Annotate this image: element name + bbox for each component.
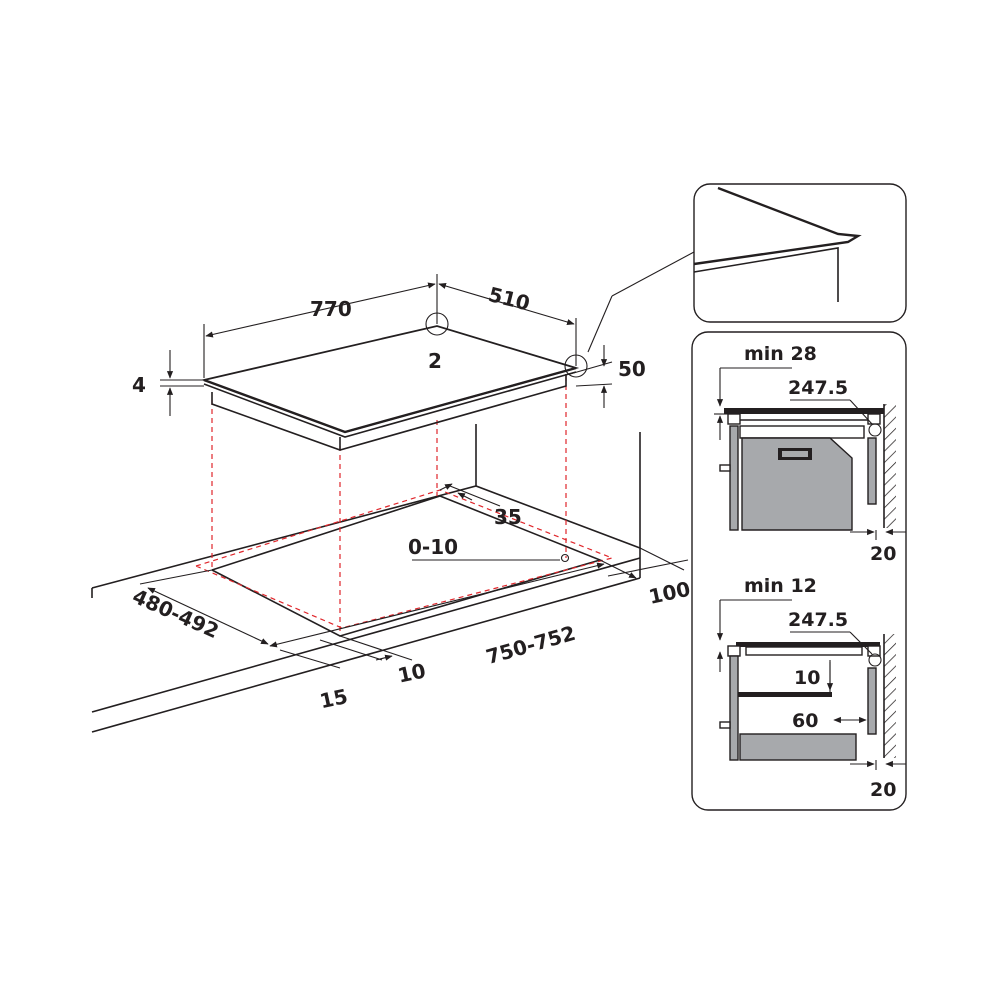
edge-detail-panel	[587, 183, 907, 353]
dimension-lines	[139, 274, 689, 669]
front-edge-label: 10	[396, 658, 428, 687]
drawer-min-label: min 12	[744, 575, 817, 597]
corner-radius-label: 2	[428, 349, 442, 373]
oven-position-label: 247.5	[788, 377, 848, 399]
hob	[200, 325, 580, 451]
oven-min-label: min 28	[744, 343, 817, 365]
drawer-gap-label: 10	[794, 667, 820, 689]
worktop	[91, 424, 641, 733]
glass-thickness-label: 4	[132, 373, 146, 397]
cutout-depth-label: 480-492	[129, 584, 223, 643]
hob-height-label: 50	[618, 357, 646, 381]
rear-clearance-label: 35	[494, 505, 522, 529]
cutout-width-label: 750-752	[483, 621, 578, 669]
oven-wall-gap-label: 20	[870, 543, 896, 565]
depth-label: 510	[486, 282, 532, 315]
side-view-oven-panel: min 28 247.5 20	[691, 331, 907, 811]
width-label: 770	[310, 297, 352, 321]
corner-tolerance-label: 0-10	[408, 535, 458, 559]
drawer-depth-label: 60	[792, 710, 818, 732]
wall-distance-label: 100	[647, 577, 693, 609]
side-view-drawer-panel: min 12 247.5 10 60 20	[716, 575, 906, 801]
drawer-wall-gap-label: 20	[870, 779, 896, 801]
drawer-position-label: 247.5	[788, 609, 848, 631]
front-gap-label: 15	[318, 684, 350, 713]
